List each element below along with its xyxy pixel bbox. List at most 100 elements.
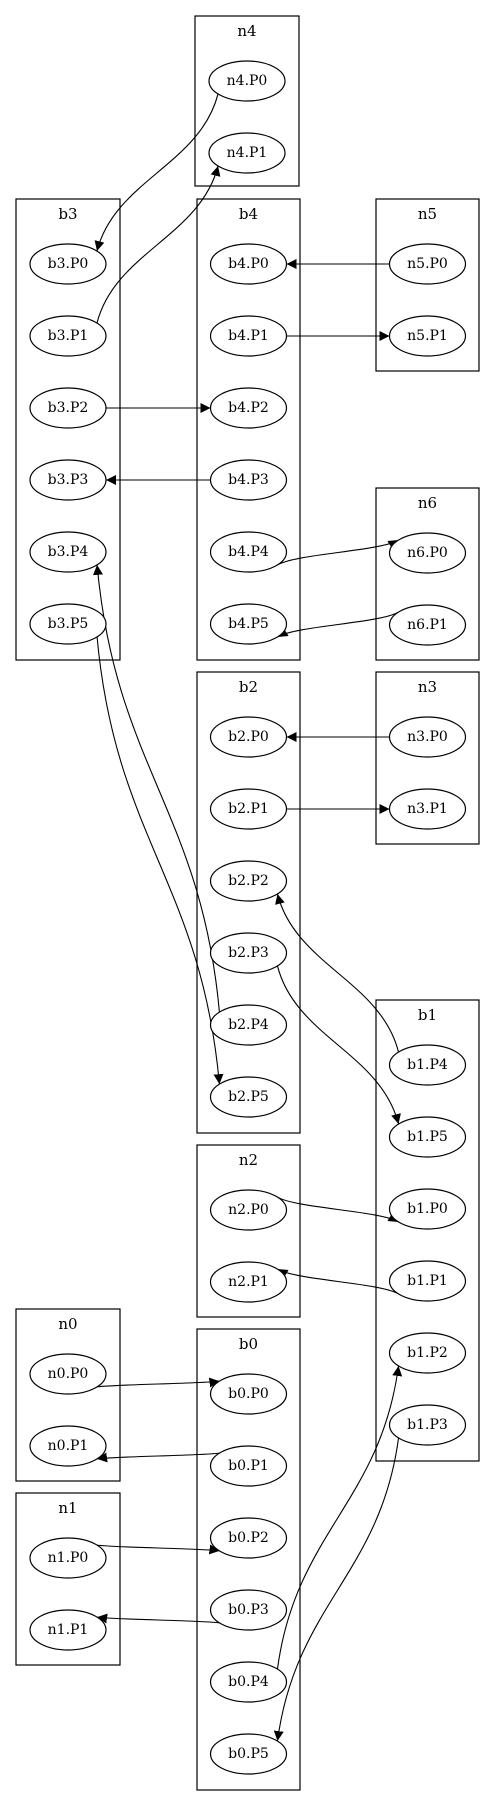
node-label: b0.P4 [228,1674,269,1690]
node-n4-p1[interactable]: n4.P1 [208,132,286,174]
node-b0-p5[interactable]: b0.P5 [209,1733,288,1775]
node-ellipse [388,243,467,285]
node-b2-p4[interactable]: b2.P4 [209,1004,288,1046]
node-n6-p1[interactable]: n6.P1 [388,604,467,646]
node-label: b3.P0 [48,256,89,272]
node-n3-p0[interactable]: n3.P0 [388,716,467,758]
node-label: b0.P0 [228,1386,269,1402]
node-label: n5.P0 [407,256,448,272]
node-ellipse [208,132,286,174]
cluster-n5: n5 n5.P0 n5.P1 [375,198,480,372]
node-b3-p2[interactable]: b3.P2 [29,387,107,429]
node-b3-p0[interactable]: b3.P0 [29,243,107,285]
cluster-title: n0 [58,1315,77,1333]
node-label: b1.P1 [407,1273,448,1289]
edge-n0-p0-to-b0-p0 [96,1377,220,1388]
cluster-box [196,671,301,1134]
edge-b1-p4-to-b2-p2 [275,893,400,1053]
node-n5-p1[interactable]: n5.P1 [388,315,467,357]
node-label: b4.P1 [228,328,269,344]
cluster-n0: n0 n0.P0 n0.P1 [15,1308,121,1482]
node-ellipse [29,387,107,429]
node-n0-p1[interactable]: n0.P1 [29,1425,107,1467]
node-b1-p1[interactable]: b1.P1 [388,1260,467,1302]
node-b0-p2[interactable]: b0.P2 [209,1517,288,1559]
node-b3-p4[interactable]: b3.P4 [29,531,107,573]
cluster-title: b0 [239,1335,258,1353]
node-b0-p1[interactable]: b0.P1 [209,1445,288,1487]
node-label: n1.P1 [48,1622,89,1638]
edge-b2-p4-to-b3-p4 [92,564,220,1013]
node-b4-p0[interactable]: b4.P0 [209,243,288,285]
node-b1-p2[interactable]: b1.P2 [388,1332,467,1374]
node-n4-p0[interactable]: n4.P0 [208,60,286,102]
node-ellipse [388,604,467,646]
node-n6-p0[interactable]: n6.P0 [388,532,467,574]
node-b3-p5[interactable]: b3.P5 [29,603,107,645]
node-ellipse [29,603,107,645]
node-b4-p2[interactable]: b4.P2 [209,387,288,429]
node-b1-p0[interactable]: b1.P0 [388,1188,467,1230]
node-n2-p1[interactable]: n2.P1 [209,1261,288,1303]
cluster-box [375,487,480,661]
node-n2-p0[interactable]: n2.P0 [209,1189,288,1231]
node-b0-p4[interactable]: b0.P4 [209,1661,288,1703]
node-ellipse [388,716,467,758]
node-b2-p2[interactable]: b2.P2 [209,860,288,902]
cluster-title: n5 [418,205,437,223]
node-b4-p3[interactable]: b4.P3 [209,459,288,501]
node-b0-p0[interactable]: b0.P0 [209,1373,288,1415]
node-ellipse [388,532,467,574]
node-ellipse [209,1589,288,1631]
node-label: b3.P1 [48,328,89,344]
node-ellipse [388,1332,467,1374]
node-label: n2.P1 [228,1274,269,1290]
edge-b3-p1-to-n4-p1 [96,165,221,324]
node-b2-p5[interactable]: b2.P5 [209,1076,288,1118]
node-b4-p5[interactable]: b4.P5 [209,603,288,645]
node-b4-p1[interactable]: b4.P1 [209,315,288,357]
node-b1-p3[interactable]: b1.P3 [388,1404,467,1446]
node-b1-p4[interactable]: b1.P4 [388,1044,467,1086]
node-b3-p1[interactable]: b3.P1 [29,315,107,357]
node-b2-p0[interactable]: b2.P0 [209,716,288,758]
node-n1-p1[interactable]: n1.P1 [29,1609,107,1651]
cluster-box [196,1328,301,1791]
node-n0-p0[interactable]: n0.P0 [29,1353,107,1395]
node-ellipse [29,1353,107,1395]
edge-b0-p1-to-n0-p1 [96,1452,220,1463]
node-n1-p0[interactable]: n1.P0 [29,1537,107,1579]
node-label: b2.P1 [228,801,269,817]
node-n3-p1[interactable]: n3.P1 [388,788,467,830]
node-label: b1.P4 [407,1057,448,1073]
cluster-box [15,1492,121,1666]
node-b2-p3[interactable]: b2.P3 [209,932,288,974]
node-b1-p5[interactable]: b1.P5 [388,1116,467,1158]
node-label: b2.P4 [228,1017,269,1033]
node-ellipse [29,1425,107,1467]
node-n5-p0[interactable]: n5.P0 [388,243,467,285]
node-ellipse [209,1004,288,1046]
node-ellipse [209,932,288,974]
node-b3-p3[interactable]: b3.P3 [29,459,107,501]
node-b0-p3[interactable]: b0.P3 [209,1589,288,1631]
node-label: b4.P4 [228,544,269,560]
node-label: n3.P0 [407,729,448,745]
node-label: b3.P2 [48,400,89,416]
node-label: b0.P3 [228,1602,269,1618]
node-b4-p4[interactable]: b4.P4 [209,531,288,573]
node-b2-p1[interactable]: b2.P1 [209,788,288,830]
cluster-title: b3 [58,205,77,223]
node-ellipse [388,1116,467,1158]
node-label: b1.P2 [407,1345,448,1361]
edge-b2-p3-to-b1-p5 [276,965,401,1125]
edge-n2-p0-to-b1-p0 [277,1196,399,1223]
cluster-b0: b0 b0.P0 b0.P1 b0.P2 b0.P3 b0.P4 b0.P5 [196,1328,301,1791]
node-ellipse [388,315,467,357]
node-ellipse [209,1261,288,1303]
node-ellipse [209,860,288,902]
